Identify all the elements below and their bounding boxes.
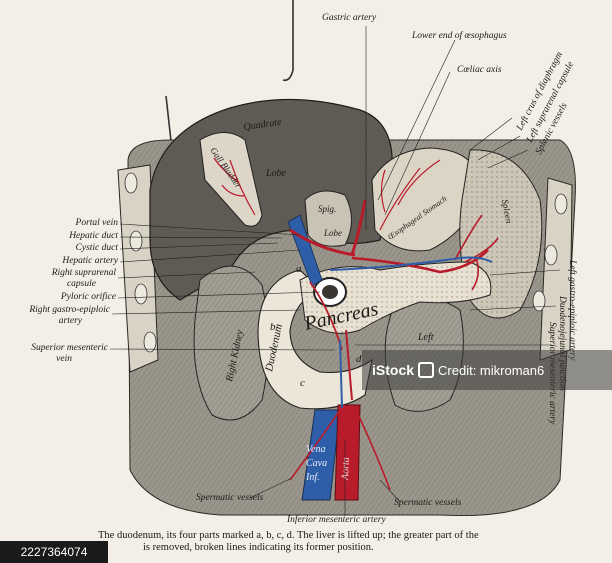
- gall-bladder-vessels: [213, 157, 256, 216]
- rib-ends-right: [532, 193, 568, 312]
- vena-cava: [301, 409, 341, 501]
- label-left-gastro-epiploic: Left gastro-epiploic artery: [567, 260, 577, 361]
- splenic-vein: [329, 256, 493, 409]
- label-superior-mesenteric-vein-2: vein: [56, 354, 72, 364]
- label-cystic-duct: Cystic duct: [75, 243, 118, 253]
- rib-ends-left: [124, 172, 157, 353]
- part-a-text: a: [296, 263, 302, 275]
- aorta-text: Aorta: [340, 457, 352, 481]
- watermark-credit: Credit: mikroman6: [418, 362, 544, 378]
- spig-text: Spig.: [318, 204, 336, 214]
- part-b-text: b: [270, 321, 276, 333]
- spig-lobe-text: Lobe: [323, 228, 342, 238]
- label-gastric-artery: Gastric artery: [322, 13, 377, 23]
- part-c-text: c: [300, 377, 305, 389]
- caption-line-1: The duodenum, its four parts marked a, b…: [98, 530, 479, 541]
- left-kidney-text: Left: [417, 332, 434, 343]
- hepatic-artery-vessel: [289, 228, 356, 257]
- caption-line-2: is removed, broken lines indicating its …: [143, 542, 374, 553]
- quadrate-text: Quadrate: [243, 117, 283, 133]
- label-right-gastro-epiploic-1: Right gastro-epiploic: [29, 305, 110, 315]
- spigelian-lobe: [304, 190, 352, 247]
- figure-caption: The duodenum, its four parts marked a, b…: [98, 530, 598, 554]
- image-id-badge: 2227364074: [0, 541, 108, 563]
- label-pyloric-orifice: Pyloric orifice: [60, 292, 116, 302]
- label-portal-vein: Portal vein: [75, 218, 118, 228]
- watermark-brand: iStock: [372, 362, 415, 378]
- duodenum: [257, 269, 373, 410]
- aorta: [334, 404, 361, 501]
- label-right-suprarenal-2: capsule: [66, 279, 96, 289]
- label-hepatic-artery: Hepatic artery: [62, 256, 118, 266]
- spleen-text: Spleen: [500, 199, 514, 225]
- label-hepatic-duct: Hepatic duct: [69, 231, 118, 241]
- label-spermatic-vessels-right: Spermatic vessels: [394, 498, 462, 508]
- part-d-text: d: [356, 353, 362, 365]
- label-right-suprarenal-1: Right suprarenal: [51, 268, 116, 278]
- user-icon: [418, 362, 435, 378]
- label-coeliac-axis: Cœliac axis: [457, 65, 502, 75]
- leader-lines: [109, 26, 561, 516]
- label-spermatic-vessels-left: Spermatic vessels: [196, 493, 264, 503]
- left-ribs: [117, 164, 159, 373]
- label-lower-oesophagus: Lower end of œsophagus: [412, 31, 507, 41]
- label-inferior-mesenteric: Inferior mesenteric artery: [287, 515, 386, 525]
- vena-text-1: Vena: [306, 444, 325, 455]
- gall-bladder: [199, 132, 263, 227]
- vena-text-2: Cava: [306, 458, 327, 469]
- coeliac-branches: [289, 199, 499, 491]
- lobe-text: Lobe: [265, 168, 287, 179]
- vena-text-3: Inf.: [305, 472, 320, 483]
- watermark-bar: iStock Credit: mikroman6: [362, 350, 612, 390]
- watermark-credit-text: Credit: mikroman6: [438, 362, 545, 378]
- stomach-vessels: [379, 159, 441, 231]
- label-right-gastro-epiploic-2: artery: [58, 316, 82, 326]
- label-superior-mesenteric-vein-1: Superior mesenteric: [31, 343, 108, 353]
